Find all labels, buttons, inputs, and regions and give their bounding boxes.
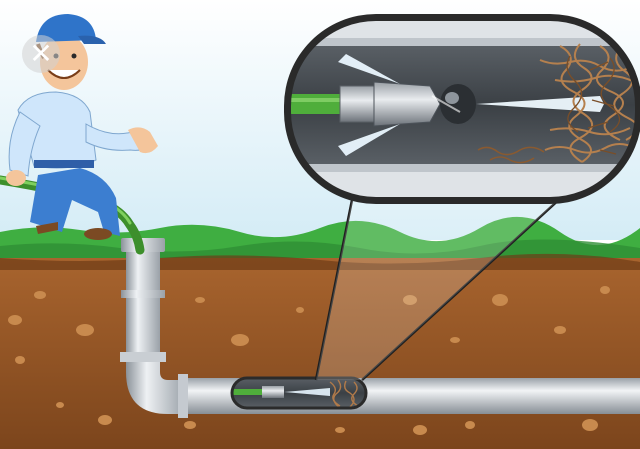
soil xyxy=(0,258,640,449)
water-jet-forward xyxy=(476,96,604,112)
zoom-line-right xyxy=(361,184,576,381)
zoom-line-left xyxy=(314,184,357,381)
pipe-inner-view xyxy=(232,378,366,408)
vertical-pipe xyxy=(126,240,160,358)
zoom-bubble xyxy=(284,14,640,204)
pipe-elbow xyxy=(126,355,185,414)
water-jet-back-up xyxy=(338,54,400,84)
close-button[interactable]: ✕ xyxy=(22,35,60,73)
close-icon: ✕ xyxy=(29,37,53,70)
water-jet-back-down xyxy=(338,124,400,156)
jet-nozzle xyxy=(373,81,441,127)
hose-in-pipe xyxy=(288,94,344,114)
